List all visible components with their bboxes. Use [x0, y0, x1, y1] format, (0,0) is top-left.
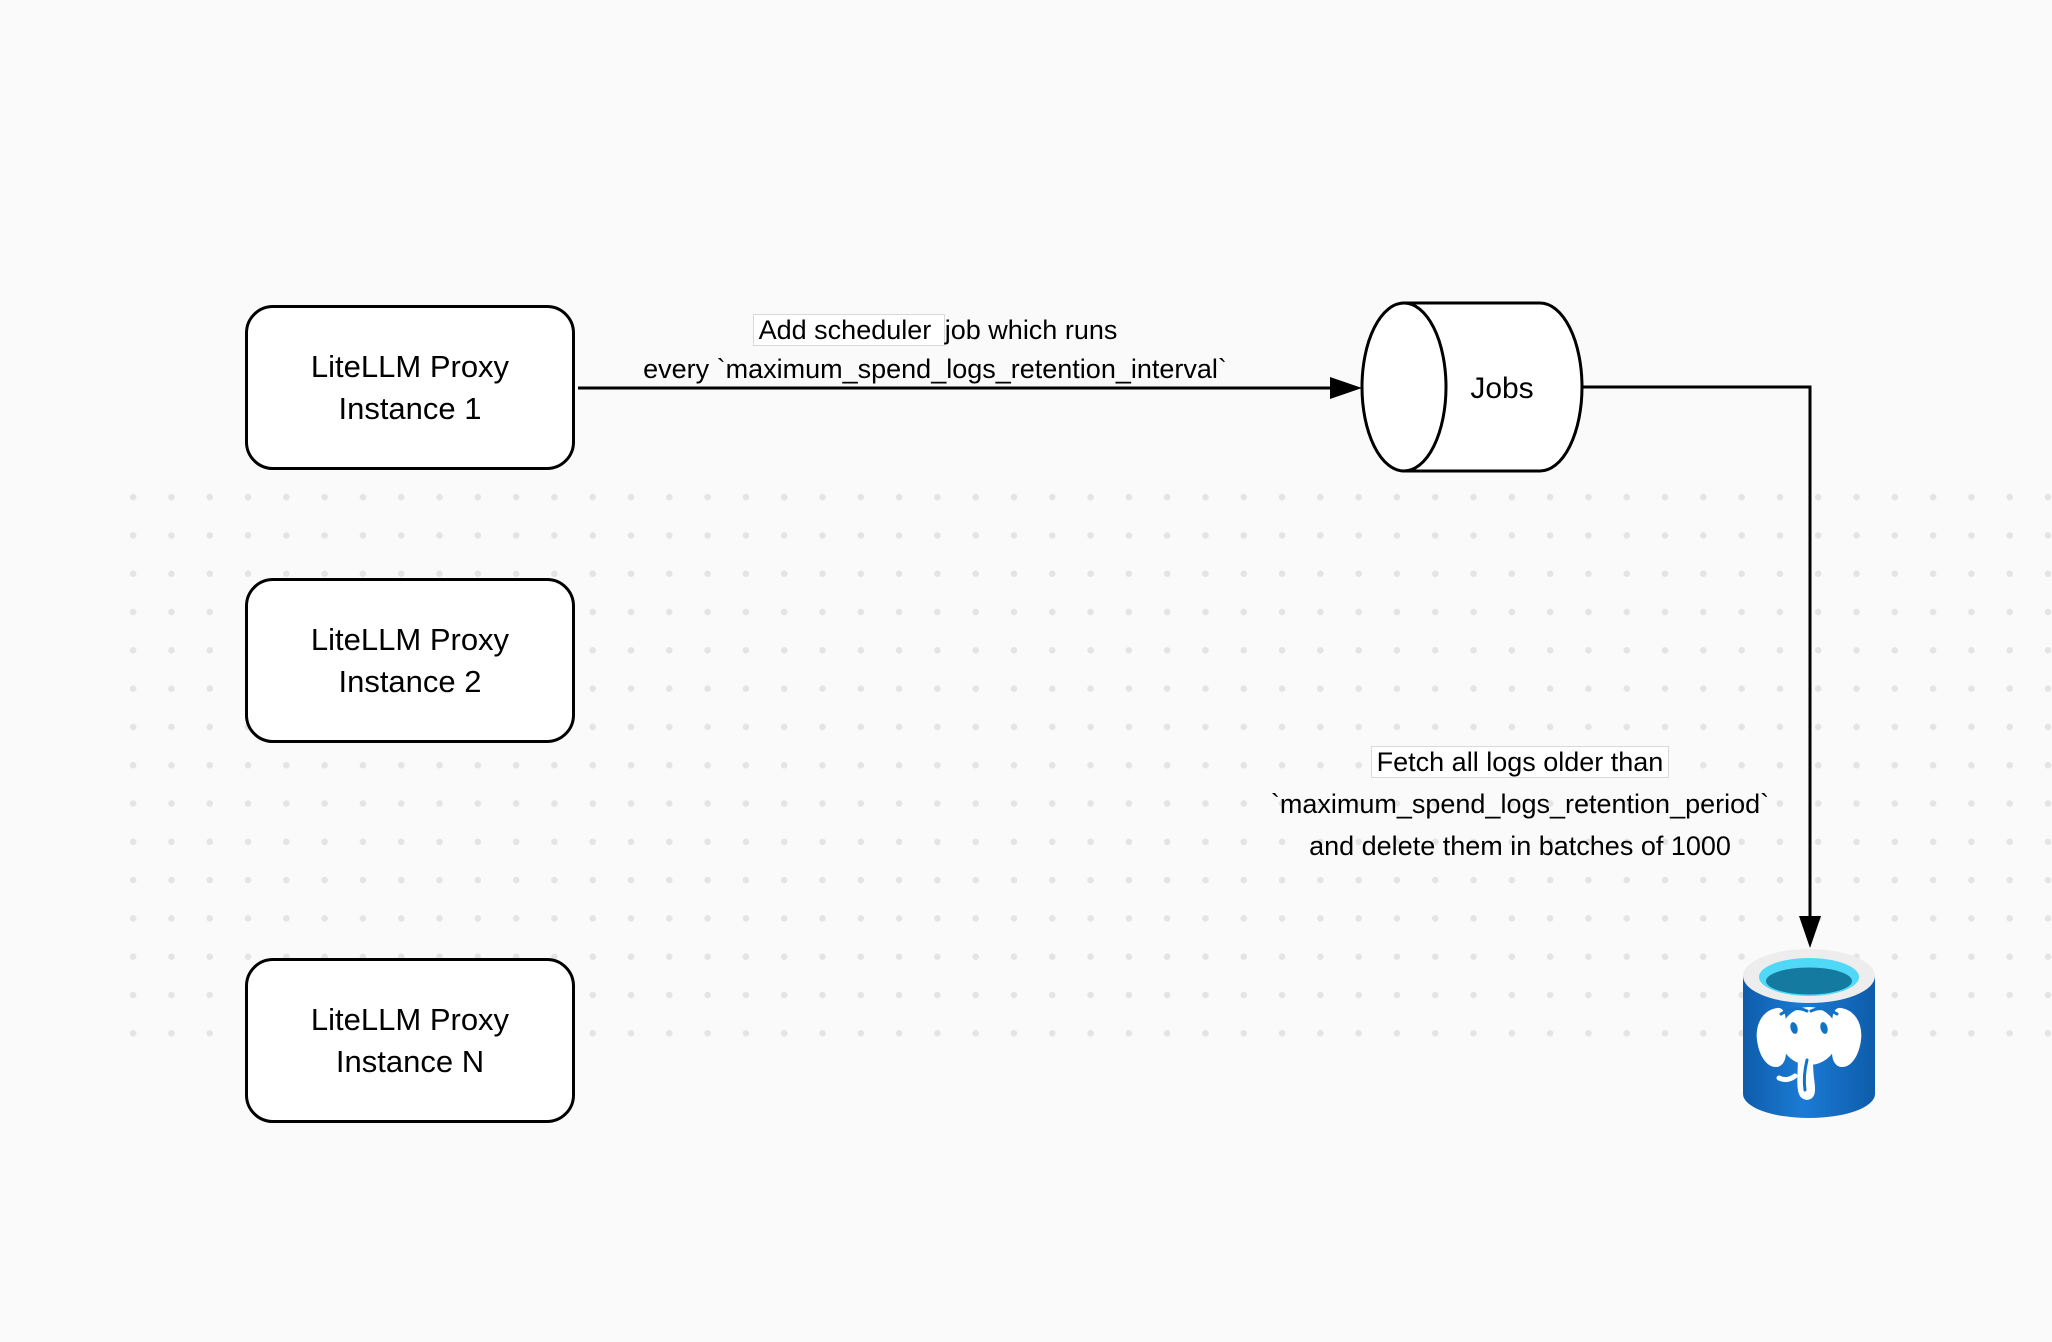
jobs-datastore-node: Jobs — [1360, 301, 1584, 473]
scheduler-edge-label-line1: Add scheduler job which runs — [605, 311, 1265, 350]
node-label-line1: LiteLLM Proxy — [310, 348, 510, 384]
node-label-line2: Instance N — [335, 1043, 485, 1079]
scheduler-edge-label-line2: every `maximum_spend_logs_retention_inte… — [643, 354, 1227, 384]
node-label-line2: Instance 1 — [338, 390, 482, 426]
fetch-edge-label: Fetch all logs older than `maximum_spend… — [1190, 741, 1850, 867]
fetch-edge-label-line1: Fetch all logs older than — [1190, 741, 1850, 783]
jobs-node-label: Jobs — [1470, 372, 1533, 405]
node-label-line1: LiteLLM Proxy — [310, 621, 510, 657]
jobs-cylinder-cap — [1360, 301, 1448, 473]
node-litellm-proxy-instance-n: LiteLLM Proxy Instance N — [245, 958, 575, 1123]
arrowhead-right-icon — [1330, 377, 1362, 399]
node-label-line1: LiteLLM Proxy — [310, 1001, 510, 1037]
node-litellm-proxy-instance-2: LiteLLM Proxy Instance 2 — [245, 578, 575, 743]
jobs-cylinder-body — [1402, 301, 1584, 473]
node-label-line2: Instance 2 — [338, 663, 482, 699]
fetch-edge-label-line3: and delete them in batches of 1000 — [1309, 831, 1731, 861]
scheduler-edge-label: Add scheduler job which runs every `maxi… — [605, 311, 1265, 389]
fetch-edge-label-line2: `maximum_spend_logs_retention_period` — [1270, 789, 1770, 819]
node-litellm-proxy-instance-1: LiteLLM Proxy Instance 1 — [245, 305, 575, 470]
scheduler-edge-label-highlight: Add scheduler — [752, 314, 945, 346]
